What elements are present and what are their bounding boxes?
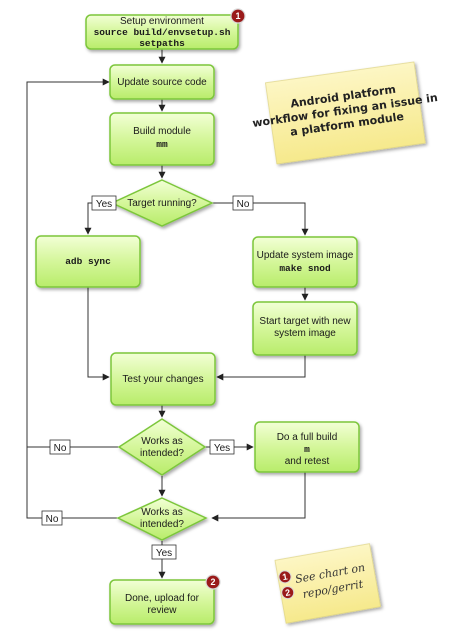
ref-badge-1 xyxy=(278,570,292,584)
setup-line1: Setup environment xyxy=(120,16,204,27)
done-box xyxy=(109,579,215,625)
yes-label-1-text: Yes xyxy=(96,199,112,210)
no-label-2: No xyxy=(49,439,71,455)
test-changes-label: Test your changes xyxy=(122,374,203,385)
no-label-1-text: No xyxy=(237,199,250,210)
adb-sync-label: adb sync xyxy=(65,256,111,267)
connector-start-to-test xyxy=(216,355,306,381)
done-line1: Done, upload for xyxy=(125,593,200,604)
connector-works1-no-loop xyxy=(26,78,120,448)
connector-no-to-image xyxy=(212,202,309,236)
works2-line2: intended? xyxy=(140,519,184,530)
update-image-line2: make snod xyxy=(279,263,331,274)
adb-sync-box xyxy=(35,235,141,288)
ref-badge-2-number: 2 xyxy=(284,587,291,598)
setup-line3: setpaths xyxy=(139,38,185,49)
no-label-3: No xyxy=(41,510,63,526)
build-module-line1: Build module xyxy=(133,126,191,137)
yes-label-2: Yes xyxy=(209,439,235,455)
update-image-line1: Update system image xyxy=(257,250,354,261)
no-label-2-text: No xyxy=(54,443,67,454)
full-build-box xyxy=(254,421,360,473)
connector-fullbuild-to-works2 xyxy=(211,472,306,522)
update-source-box xyxy=(109,64,215,100)
build-module-line2: mm xyxy=(156,139,168,150)
yes-label-3: Yes xyxy=(151,544,177,560)
start-target-line1: Start target with new xyxy=(259,316,351,327)
connector-works2-no-loop xyxy=(26,447,118,519)
done-line2: review xyxy=(148,605,178,616)
works-decision-2 xyxy=(116,497,208,541)
title-note: Android platform workflow for fixing an … xyxy=(252,61,439,165)
done-badge-number: 2 xyxy=(210,577,215,587)
setup-badge: 1 xyxy=(230,8,246,24)
target-running-label: Target running? xyxy=(127,198,197,209)
connector-adb-to-test xyxy=(87,287,110,381)
works1-line1: Works as xyxy=(141,436,183,447)
full-build-line1: Do a full build xyxy=(277,432,338,443)
no-label-1: No xyxy=(232,195,254,211)
ref-badge-2 xyxy=(281,586,295,600)
setup-badge-number: 1 xyxy=(235,11,240,21)
full-build-line3: and retest xyxy=(285,456,330,467)
works-decision-1 xyxy=(117,418,207,476)
test-changes-box xyxy=(110,352,216,406)
works2-line1: Works as xyxy=(141,507,183,518)
start-target-line2: system image xyxy=(274,328,336,339)
update-source-label: Update source code xyxy=(117,77,207,88)
no-label-3-text: No xyxy=(46,514,59,525)
setup-line2: source build/envsetup.sh xyxy=(94,27,231,38)
build-module-box xyxy=(109,112,215,166)
done-badge: 2 xyxy=(205,574,221,590)
target-running-decision xyxy=(110,179,214,227)
start-target-box xyxy=(252,301,358,356)
ref-badge-1-number: 1 xyxy=(282,571,289,582)
yes-label-3-text: Yes xyxy=(156,548,172,559)
yes-label-2-text: Yes xyxy=(214,443,230,454)
works1-line2: intended? xyxy=(140,448,184,459)
setup-box xyxy=(85,14,239,50)
full-build-line2: m xyxy=(304,444,310,455)
reference-note: 1 2 See chart on repo/gerrit xyxy=(274,543,381,624)
yes-label-1: Yes xyxy=(91,195,117,211)
update-image-box xyxy=(252,236,358,288)
